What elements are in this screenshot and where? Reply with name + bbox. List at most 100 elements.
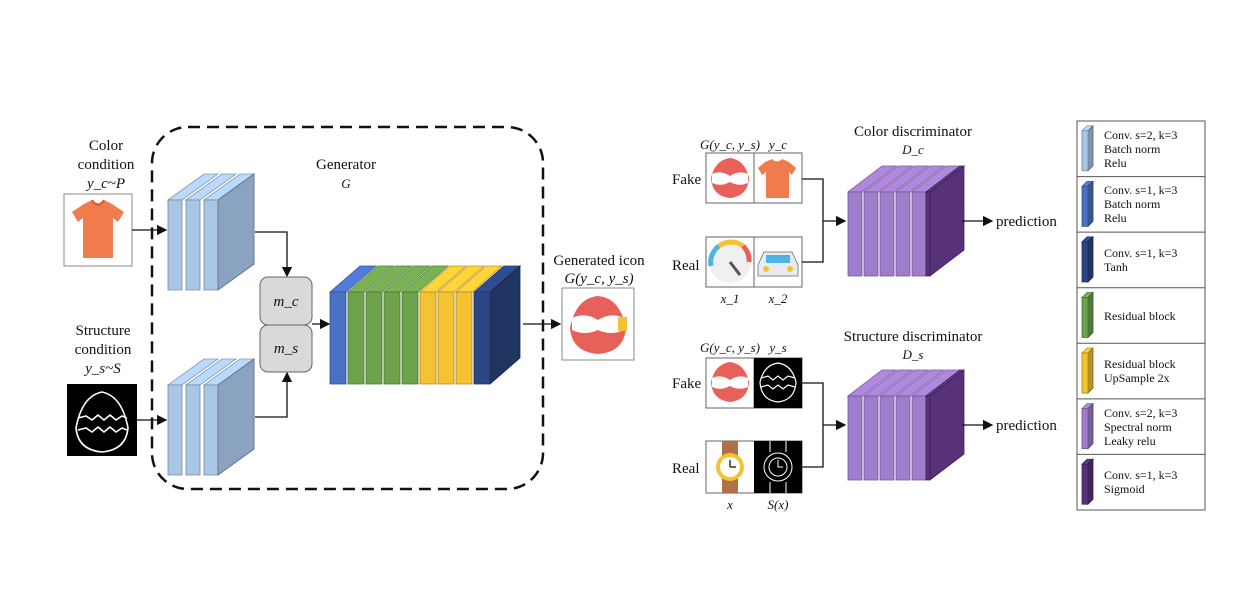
disc-c-layer-2-front bbox=[863, 191, 879, 277]
ms-box bbox=[259, 324, 313, 373]
structure-discriminator-network bbox=[846, 369, 966, 481]
enc-top-layer-3-front bbox=[203, 199, 219, 291]
color-real-label: Real bbox=[672, 258, 700, 274]
disc-c-layer-5-front bbox=[911, 191, 927, 277]
color-condition-formula-text: y_c~P bbox=[86, 176, 126, 192]
color-real-caption-1: x_1 bbox=[720, 291, 740, 306]
color-discriminator-title: Color discriminator bbox=[854, 124, 972, 140]
structure-real-caption-2: S(x) bbox=[767, 497, 789, 512]
color-prediction-label: prediction bbox=[996, 214, 1057, 230]
disc-c-layer-1-front bbox=[847, 191, 863, 277]
enc-bot-layer-1-front bbox=[167, 384, 183, 476]
legend-swatch-5-front bbox=[1081, 352, 1089, 394]
disc-c-layer-3-front bbox=[879, 191, 895, 277]
decoder-layer-8-front bbox=[455, 291, 473, 385]
generator-dashed-box bbox=[150, 125, 545, 491]
color-discriminator-network bbox=[846, 165, 966, 277]
disc-c-output-side bbox=[929, 165, 965, 277]
structure-discriminator-title: Structure discriminator bbox=[843, 329, 983, 345]
decoder-layer-7-front bbox=[437, 291, 455, 385]
generator-title: Generator bbox=[316, 157, 376, 173]
decoder-layer-3-front bbox=[365, 291, 383, 385]
legend-swatch-7-side bbox=[1087, 458, 1094, 506]
generated-icon-image bbox=[561, 287, 635, 361]
legend-swatch-1-front bbox=[1081, 130, 1089, 172]
disc-c-layer-4-front bbox=[895, 191, 911, 277]
structure-condition-label-2: condition bbox=[74, 342, 132, 358]
structure-encoder bbox=[166, 358, 256, 476]
legend-label-2: Conv. s=1, k=3 Batch norm Relu bbox=[1104, 183, 1178, 226]
enc-top-layer-1-front bbox=[167, 199, 183, 291]
legend-label-4: Residual block bbox=[1104, 308, 1176, 323]
generator-decoder bbox=[328, 265, 522, 385]
color-encoder bbox=[166, 173, 256, 291]
structure-condition-formula-text: y_s~S bbox=[85, 361, 121, 377]
color-fake-pair bbox=[705, 152, 803, 204]
structure-real-label: Real bbox=[672, 461, 700, 477]
color-fake-label: Fake bbox=[672, 172, 702, 188]
enc-top-layer-2-front bbox=[185, 199, 201, 291]
enc-top-block-side bbox=[217, 173, 255, 291]
legend-swatch-1-side bbox=[1087, 124, 1094, 172]
disc-s-layer-2-front bbox=[863, 395, 879, 481]
decoder-layer-2-front bbox=[347, 291, 365, 385]
structure-real-pair bbox=[705, 440, 803, 494]
color-condition-label-2: condition bbox=[77, 157, 135, 173]
legend-label-3: Conv. s=1, k=3 Tanh bbox=[1104, 245, 1178, 274]
structure-condition-label-1: Structure bbox=[75, 323, 131, 339]
decoder-layer-5-front bbox=[401, 291, 419, 385]
structure-prediction-label: prediction bbox=[996, 418, 1057, 434]
mc-label: m_c bbox=[273, 294, 299, 310]
legend-label-5: Residual block UpSample 2x bbox=[1104, 357, 1176, 386]
legend-swatch-3-side bbox=[1087, 235, 1094, 283]
disc-s-layer-4-front bbox=[895, 395, 911, 481]
legend-swatch-4-side bbox=[1087, 291, 1094, 339]
legend-swatch-5-side bbox=[1087, 347, 1094, 395]
color-fake-caption-2: y_c bbox=[768, 137, 788, 152]
color-fake-caption-1: G(y_c, y_s) bbox=[700, 137, 760, 152]
color-condition-label-1: Color bbox=[88, 138, 124, 154]
enc-bot-layer-3-front bbox=[203, 384, 219, 476]
structure-condition-formula: y_s~S bbox=[85, 360, 121, 378]
color-real-caption-2: x_2 bbox=[768, 291, 788, 306]
color-condition-image bbox=[63, 193, 133, 267]
structure-fake-caption-1: G(y_c, y_s) bbox=[700, 340, 760, 355]
decoder-layer-9-front bbox=[473, 291, 491, 385]
legend-swatch-4-front bbox=[1081, 297, 1089, 338]
color-discriminator-symbol: D_c bbox=[902, 142, 924, 157]
enc-bot-layer-2-front bbox=[185, 384, 201, 476]
legend bbox=[1076, 120, 1206, 511]
legend-label-1: Conv. s=2, k=3 Batch norm Relu bbox=[1104, 127, 1178, 170]
decoder-layer-6-front bbox=[419, 291, 437, 385]
structure-fake-label: Fake bbox=[672, 376, 702, 392]
decoder-layer-1-front bbox=[329, 291, 347, 385]
structure-discriminator-symbol: D_s bbox=[902, 347, 924, 362]
legend-swatch-6-front bbox=[1081, 408, 1089, 450]
legend-label-6: Conv. s=2, k=3 Spectral norm Leaky relu bbox=[1104, 405, 1178, 448]
structure-fake-pair bbox=[705, 357, 803, 409]
disc-s-output-side bbox=[929, 369, 965, 481]
disc-s-layer-3-front bbox=[879, 395, 895, 481]
generated-icon-formula: G(y_c, y_s) bbox=[564, 271, 634, 287]
structure-fake-caption-2: y_s bbox=[769, 340, 787, 355]
legend-swatch-3-front bbox=[1081, 241, 1089, 283]
ms-label: m_s bbox=[273, 341, 299, 357]
color-real-pair bbox=[705, 236, 803, 288]
disc-s-output-layer-front bbox=[925, 395, 931, 481]
structure-condition-image bbox=[67, 384, 137, 456]
legend-swatch-7-front bbox=[1081, 463, 1089, 505]
legend-swatch-2-front bbox=[1081, 185, 1089, 227]
legend-swatch-6-side bbox=[1087, 402, 1094, 450]
disc-c-output-layer-front bbox=[925, 191, 931, 277]
disc-s-layer-1-front bbox=[847, 395, 863, 481]
decoder-layer-4-front bbox=[383, 291, 401, 385]
legend-swatch-2-side bbox=[1087, 180, 1094, 228]
disc-s-layer-5-front bbox=[911, 395, 927, 481]
enc-bot-block-side bbox=[217, 358, 255, 476]
generated-icon-title: Generated icon bbox=[553, 253, 645, 269]
generator-symbol: G bbox=[341, 176, 351, 191]
structure-real-caption-1: x bbox=[727, 497, 733, 512]
color-condition-formula: y_c~P bbox=[87, 175, 125, 193]
legend-label-7: Conv. s=1, k=3 Sigmoid bbox=[1104, 468, 1178, 497]
